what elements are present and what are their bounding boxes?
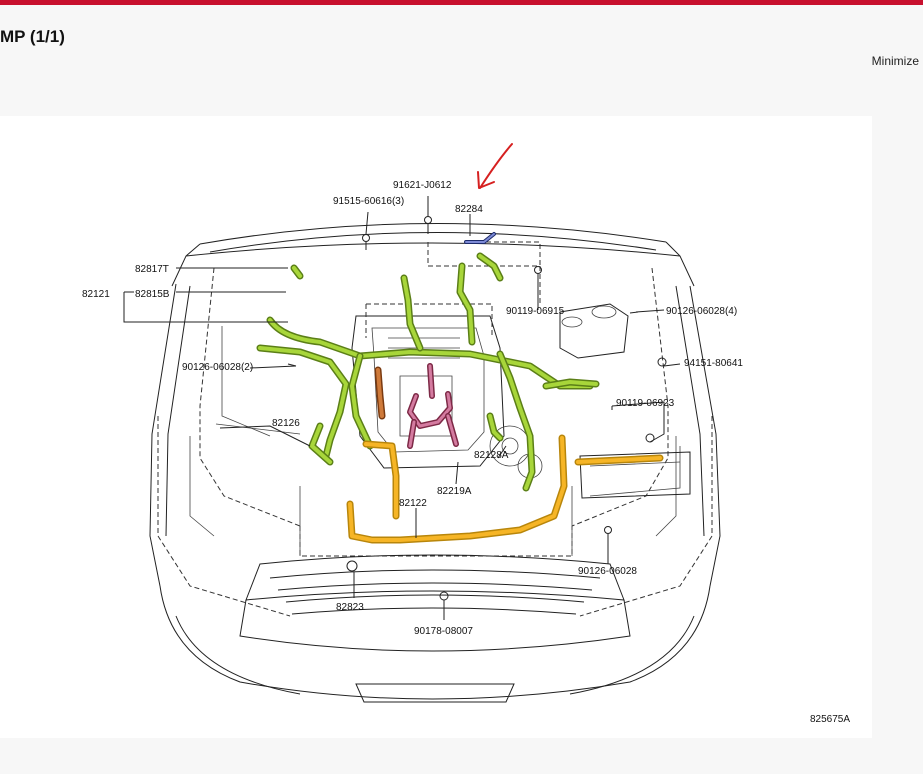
label-82815b: 82815B xyxy=(135,289,170,300)
vehicle-outline xyxy=(149,223,721,703)
label-90126-06028-2: 90126-06028(2) xyxy=(182,362,253,373)
label-90126-06028-4: 90126-06028(4) xyxy=(666,306,737,317)
label-94151-80641: 94151-80641 xyxy=(684,358,743,369)
leader-lines xyxy=(123,196,681,620)
label-82219a: 82219A xyxy=(437,486,472,497)
markup-arrow-icon xyxy=(477,143,513,189)
label-91621-j0612: 91621-J0612 xyxy=(393,180,452,191)
label-82284: 82284 xyxy=(455,204,483,215)
label-82121: 82121 xyxy=(82,289,110,300)
label-90178-08007: 90178-08007 xyxy=(414,626,473,637)
minimize-button[interactable]: Minimize xyxy=(871,54,919,68)
label-91515-60616: 91515-60616(3) xyxy=(333,196,404,207)
label-90119-06923: 90119-06923 xyxy=(616,398,675,409)
label-90119-06915: 90119-06915 xyxy=(506,306,565,317)
label-82823: 82823 xyxy=(336,602,364,613)
harness-brown xyxy=(374,366,386,420)
label-82126: 82126 xyxy=(272,418,300,429)
label-82817t: 82817T xyxy=(135,264,169,275)
parts-diagram-panel: 91621-J0612 91515-60616(3) 82284 82817T … xyxy=(0,116,872,738)
harness-pink xyxy=(407,363,459,449)
harness-green xyxy=(256,252,600,492)
page-title: MP (1/1) xyxy=(0,27,65,46)
harness-blue xyxy=(464,232,496,244)
header-accent-rule xyxy=(0,0,923,5)
fasteners xyxy=(287,216,667,601)
label-82122: 82122 xyxy=(399,498,427,509)
figure-id: 825675A xyxy=(810,714,850,725)
harness-orange xyxy=(346,434,664,544)
label-82128a: 82128A xyxy=(474,450,509,461)
engine-wire-harness-diagram: 91621-J0612 91515-60616(3) 82284 82817T … xyxy=(82,143,850,725)
label-90126-06028: 90126-06028 xyxy=(578,566,637,577)
